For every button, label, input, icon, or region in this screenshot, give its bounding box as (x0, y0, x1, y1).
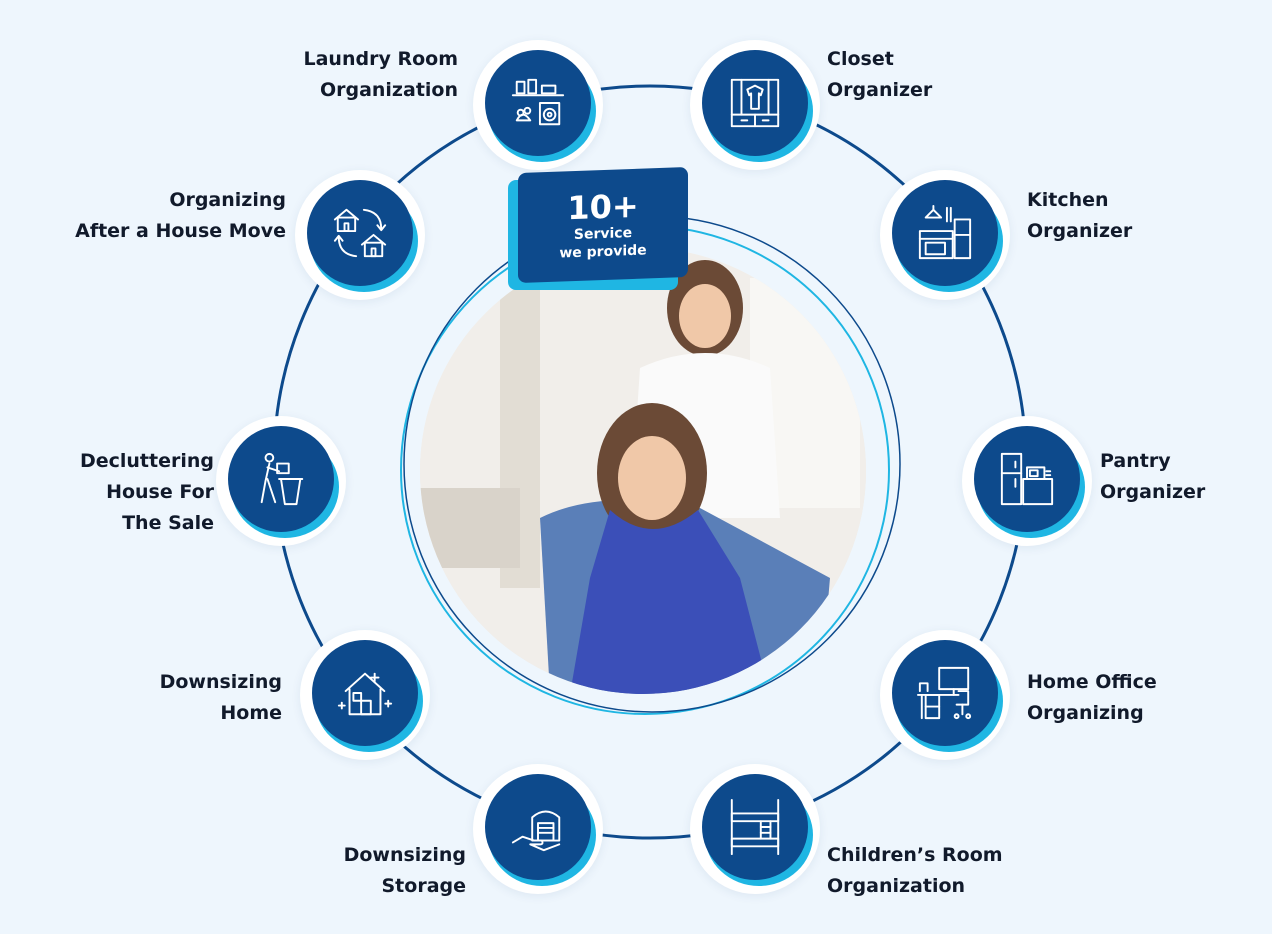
service-node-children[interactable] (690, 764, 820, 894)
bunk-bed-icon (730, 798, 780, 856)
service-node-laundry[interactable] (473, 40, 603, 170)
badge-number: 10+ (567, 186, 639, 228)
closet-icon (730, 78, 780, 128)
declutter-icon (260, 452, 304, 506)
service-node-pantry[interactable] (962, 416, 1092, 546)
center-photo (420, 248, 866, 694)
home-office-icon (916, 666, 972, 720)
service-node-closet[interactable] (690, 40, 820, 170)
badge-caption: Service we provide (559, 224, 647, 262)
two-smiling-women-photo (420, 248, 866, 694)
service-node-move[interactable] (295, 170, 425, 300)
storage-icon (511, 810, 561, 852)
service-node-declutter[interactable] (216, 416, 346, 546)
pantry-icon (1000, 452, 1054, 506)
service-node-home[interactable] (300, 630, 430, 760)
laundry-icon (511, 78, 565, 126)
house-icon (337, 672, 393, 716)
house-move-icon (333, 208, 387, 258)
service-node-kitchen[interactable] (880, 170, 1010, 300)
kitchen-icon (918, 204, 972, 260)
service-node-storage[interactable] (473, 764, 603, 894)
service-node-office[interactable] (880, 630, 1010, 760)
service-count-badge: 10+ Service we provide (508, 167, 690, 292)
